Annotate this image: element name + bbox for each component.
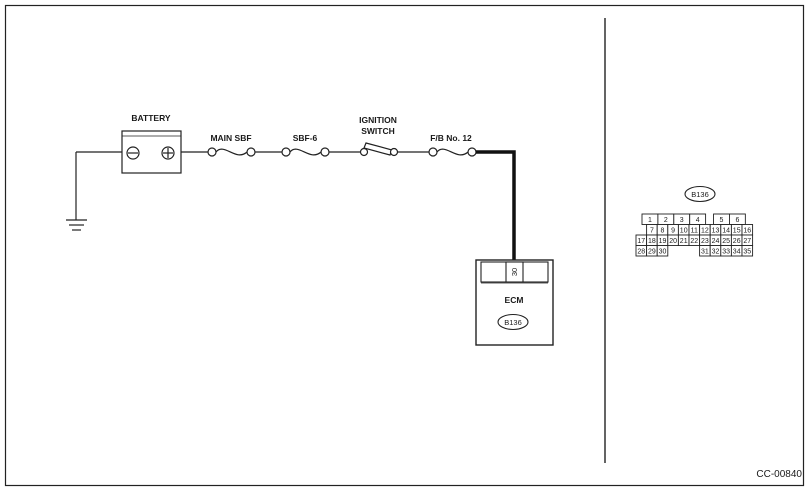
ignition-switch-label-line2: SWITCH <box>361 126 395 136</box>
ecm-pin-number: 30 <box>510 268 519 276</box>
ecm-connector-label: B136 <box>504 318 522 327</box>
main-sbf-fuse-icon <box>207 147 256 157</box>
connector-pin-number: 18 <box>648 238 656 245</box>
connector-pin-number: 8 <box>661 228 665 235</box>
connector-pin-number: 13 <box>712 228 720 235</box>
connector-pin-cell <box>741 245 754 257</box>
connector-pin-number: 23 <box>701 238 709 245</box>
battery-symbol <box>121 130 182 174</box>
ignition-switch-icon <box>359 142 399 157</box>
connector-pin-number: 30 <box>659 249 667 256</box>
connector-pin-number: 15 <box>733 228 741 235</box>
connector-pin-number: 25 <box>722 238 730 245</box>
connector-pin-number: 19 <box>659 238 667 245</box>
connector-pin-number: 21 <box>680 238 688 245</box>
connector-pin-number: 34 <box>733 249 741 256</box>
connector-pin-number: 26 <box>733 238 741 245</box>
ecm-unit <box>475 259 554 346</box>
connector-pin-cell <box>656 245 669 257</box>
connector-pin-number: 31 <box>701 249 709 256</box>
connector-pin-number: 4 <box>696 217 700 224</box>
connector-pin-number: 16 <box>743 228 751 235</box>
fb12-label: F/B No. 12 <box>430 133 472 143</box>
connector-pin-number: 28 <box>637 249 645 256</box>
ignition-switch-label-line1: IGNITION <box>359 115 397 125</box>
connector-view-name: B136 <box>691 190 709 199</box>
connector-pin-number: 33 <box>722 249 730 256</box>
connector-pin-number: 17 <box>637 238 645 245</box>
connector-pin-number: 32 <box>712 249 720 256</box>
battery-label: BATTERY <box>131 113 171 123</box>
connector-pin-number: 11 <box>691 228 698 235</box>
connector-pin-number: 14 <box>722 228 730 235</box>
sbf6-label: SBF-6 <box>293 133 318 143</box>
connector-pin-number: 12 <box>701 228 709 235</box>
connector-pin-number: 27 <box>743 238 751 245</box>
connector-pin-number: 9 <box>671 228 675 235</box>
connector-pin-number: 35 <box>743 249 751 256</box>
connector-pin-number: 24 <box>712 238 720 245</box>
sbf6-fuse-icon <box>281 147 330 157</box>
connector-pin-number: 20 <box>669 238 677 245</box>
connector-pin-number: 22 <box>690 238 698 245</box>
figure-reference: CC-00840 <box>756 469 802 480</box>
ecm-connector-oval <box>497 313 529 331</box>
diagram-frame <box>4 4 805 487</box>
connector-pin-number: 6 <box>735 217 739 224</box>
connector-pin-number: 5 <box>720 217 724 224</box>
connector-pin-number: 1 <box>648 217 652 224</box>
connector-pin-number: 7 <box>650 228 654 235</box>
connector-pin-number: 10 <box>680 228 688 235</box>
fb12-fuse-icon <box>428 147 477 157</box>
ecm-label: ECM <box>505 295 524 305</box>
connector-pin-number: 2 <box>664 217 668 224</box>
ecm-power-wire <box>476 150 516 262</box>
ground-icon <box>66 152 87 231</box>
connector-pin-number: 3 <box>680 217 684 224</box>
connector-pin-number: 29 <box>648 249 656 256</box>
connector-view-oval <box>684 185 716 203</box>
main-sbf-label: MAIN SBF <box>210 133 251 143</box>
